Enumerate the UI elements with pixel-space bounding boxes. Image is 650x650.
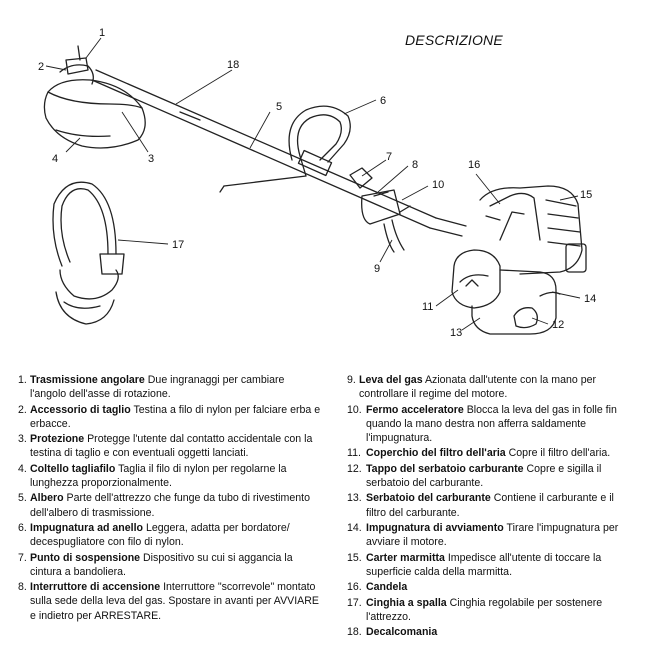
legend-term: Interruttore di accensione xyxy=(30,581,161,594)
legend-description: Copre e sigilla il serbatoio del carbura… xyxy=(366,462,602,489)
legend-description: Taglia il filo di nylon per regolarne la… xyxy=(30,462,287,489)
legend-item: 12. Tappo del serbatoio carburante Copre … xyxy=(347,462,635,490)
legend-term: Candela xyxy=(366,581,408,594)
trimmer-diagram: 1 2 3 4 5 6 7 8 9 10 11 12 13 14 15 16 1… xyxy=(38,27,596,339)
legend-item: 10. Fermo acceleratore Blocca la leva del… xyxy=(347,403,635,446)
legend-description: Leggera, adatta per bordatore/ decespugl… xyxy=(30,521,290,549)
legend-description: Copre il filtro dell'aria. xyxy=(508,447,611,460)
callout-5: 5 xyxy=(276,101,282,113)
callout-4: 4 xyxy=(52,153,58,165)
legend-item: 18. Decalcomania xyxy=(347,625,635,639)
legend-number: 16. xyxy=(347,581,362,594)
legend-term: Leva del gas xyxy=(359,374,423,386)
legend-term: Serbatoio del carburante xyxy=(366,492,491,505)
legend-term: Albero xyxy=(30,492,64,505)
callout-6: 6 xyxy=(380,95,386,107)
legend-number: 15. xyxy=(347,551,362,564)
legend-term: Tappo del serbatoio carburante xyxy=(366,462,524,475)
shaft xyxy=(91,69,437,229)
legend-item: 3.Protezione Protegge l'utente dal conta… xyxy=(18,432,323,460)
legend-number: 6. xyxy=(18,521,27,534)
legend-item: 13. Serbatoio del carburante Contiene il … xyxy=(347,491,635,519)
legend-number: 8. xyxy=(18,581,27,594)
throttle-assembly xyxy=(349,167,411,253)
shoulder-strap xyxy=(52,181,125,325)
legend-item: 1.Trasmissione angolare Due ingranaggi p… xyxy=(18,373,323,401)
callout-13: 13 xyxy=(450,327,462,339)
legend-item: 4.Coltello tagliafilo Taglia il filo di … xyxy=(18,462,323,490)
legend-term: Protezione xyxy=(30,433,85,446)
legend-number: 2. xyxy=(18,403,27,416)
legend-right-column: 9.Leva del gas Azionata dall'utente con … xyxy=(347,373,635,641)
legend-term: Carter marmitta xyxy=(366,551,445,564)
legend-number: 11. xyxy=(347,447,361,460)
legend-description: Parte dell'attrezzo che funge da tubo di… xyxy=(30,492,310,519)
legend-description: Tirare l'impugnatura per avviare il moto… xyxy=(366,521,619,549)
legend-term: Punto di sospensione xyxy=(30,551,141,564)
legend-number: 12. xyxy=(347,462,362,475)
legend-number: 17. xyxy=(347,596,362,609)
legend-number: 18. xyxy=(347,626,362,639)
legend-number: 10. xyxy=(347,403,362,416)
legend-term: Impugnatura di avviamento xyxy=(366,521,504,534)
legend-number: 14. xyxy=(347,521,362,534)
legend-item: 5.Albero Parte dell'attrezzo che funge d… xyxy=(18,491,323,519)
legend-description: Impedisce all'utente di toccare la super… xyxy=(366,551,602,578)
callout-18: 18 xyxy=(227,59,239,71)
cutting-head xyxy=(43,45,146,149)
callout-16: 16 xyxy=(468,159,480,171)
legend-item: 8.Interruttore di accensione Interruttor… xyxy=(18,580,323,623)
legend-number: 7. xyxy=(18,551,27,564)
page-title: DESCRIZIONE xyxy=(405,32,503,48)
legend-number: 9. xyxy=(347,374,356,386)
legend-item: 11. Coperchio del filtro dell'aria Copre … xyxy=(347,446,635,460)
legend-item: 2.Accessorio di taglio Testina a filo di… xyxy=(18,403,323,431)
legend-item: 17. Cinghia a spalla Cinghia regolabile p… xyxy=(347,596,635,624)
legend-description: Testina a filo di nylon per falciare erb… xyxy=(30,403,321,430)
callout-7: 7 xyxy=(386,151,392,163)
callout-8: 8 xyxy=(412,159,418,171)
legend-description: Dispositivo su cui si aggancia la cintur… xyxy=(30,551,293,578)
legend-term: Fermo acceleratore xyxy=(366,403,464,416)
legend-description: Blocca la leva del gas in folle fin quan… xyxy=(366,403,617,444)
legend-number: 4. xyxy=(18,462,27,475)
legend-term: Trasmissione angolare xyxy=(30,374,145,386)
callout-11: 11 xyxy=(422,301,433,313)
legend-description: Protegge l'utente dal contatto accidenta… xyxy=(30,433,313,460)
callout-labels: 1 2 3 4 5 6 7 8 9 10 11 12 13 14 15 16 1… xyxy=(38,27,596,339)
legend-description: Interruttore "scorrevole" montato sulla … xyxy=(30,581,319,622)
legend-item: 6.Impugnatura ad anello Leggera, adatta … xyxy=(18,521,323,549)
legend-description: Azionata dall'utente con la mano per con… xyxy=(359,374,596,401)
legend-left-column: 1.Trasmissione angolare Due ingranaggi p… xyxy=(18,373,323,624)
engine xyxy=(429,185,587,335)
legend-term: Decalcomania xyxy=(366,626,438,639)
legend-description: Contiene il carburante e il filtro del c… xyxy=(366,492,614,519)
legend-term: Cinghia a spalla xyxy=(366,596,447,609)
legend-number: 5. xyxy=(18,492,27,505)
legend-number: 3. xyxy=(18,433,27,446)
callout-2: 2 xyxy=(38,61,44,73)
legend-item: 16. Candela xyxy=(347,580,635,594)
legend-number: 1. xyxy=(18,374,27,386)
callout-3: 3 xyxy=(148,153,154,165)
legend-term: Accessorio di taglio xyxy=(30,403,131,416)
callout-15: 15 xyxy=(580,189,592,201)
callout-17: 17 xyxy=(172,239,184,251)
legend-description: Cinghia regolabile per sostenere l'attre… xyxy=(366,596,603,623)
callout-12: 12 xyxy=(552,319,564,331)
legend-item: 14. Impugnatura di avviamento Tirare l'im… xyxy=(347,521,635,549)
legend-number: 13. xyxy=(347,492,362,505)
loop-handle xyxy=(219,105,351,193)
legend-description: Due ingranaggi per cambiare l'angolo del… xyxy=(30,374,285,401)
callout-14: 14 xyxy=(584,293,596,305)
legend-item: 7.Punto di sospensione Dispositivo su cu… xyxy=(18,551,323,579)
legend-term: Coltello tagliafilo xyxy=(30,462,116,475)
legend-item: 9.Leva del gas Azionata dall'utente con … xyxy=(347,373,635,401)
legend-term: Impugnatura ad anello xyxy=(30,521,144,534)
legend-item: 15. Carter marmitta Impedisce all'utente … xyxy=(347,551,635,579)
callout-10: 10 xyxy=(432,179,444,191)
callout-1: 1 xyxy=(99,27,105,39)
legend-term: Coperchio del filtro dell'aria xyxy=(366,447,506,460)
callout-9: 9 xyxy=(374,263,380,275)
